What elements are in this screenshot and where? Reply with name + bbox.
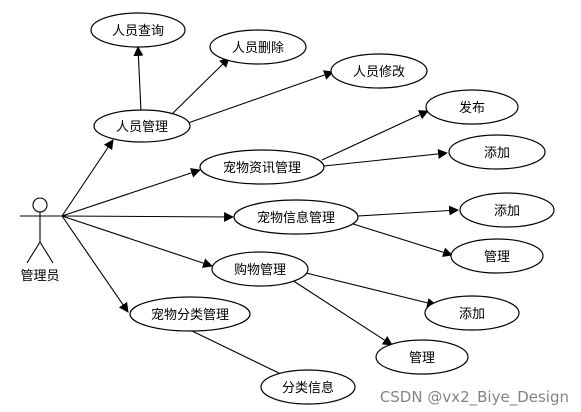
- use-case-pet-info-add: 添加: [459, 192, 555, 228]
- use-case-personnel-mgmt: 人员管理: [93, 109, 191, 143]
- use-case-shopping-manage: 管理: [375, 339, 469, 375]
- edge-actor-pet-news-mgmt: [61, 168, 201, 217]
- edge-actor-pet-category-mgmt: [61, 215, 129, 313]
- use-case-personnel-query: 人员查询: [90, 12, 186, 48]
- use-case-pet-info-mgmt: 宠物信息管理: [233, 199, 359, 235]
- edge-pet-news-publish: [321, 110, 429, 161]
- use-case-pet-news-mgmt: 宠物资讯管理: [199, 149, 325, 185]
- edge-personnel-query: [133, 46, 144, 113]
- use-case-label: 添加: [459, 307, 485, 322]
- use-case-shopping-mgmt: 购物管理: [211, 251, 309, 287]
- use-case-label: 宠物资讯管理: [223, 160, 301, 176]
- edge-shopping-add: [301, 271, 437, 308]
- use-case-label: 人员查询: [112, 24, 164, 39]
- use-case-label: 添加: [484, 146, 510, 161]
- use-case-label: 人员修改: [353, 65, 405, 80]
- actor-head: [32, 197, 48, 213]
- use-case-personnel-delete: 人员删除: [209, 29, 307, 65]
- watermark: CSDN @vx2_Biye_Design: [379, 388, 569, 406]
- use-case-shopping-add: 添加: [424, 295, 520, 331]
- use-case-pet-info-manage: 管理: [450, 238, 544, 274]
- use-case-label: 添加: [494, 204, 520, 219]
- use-case-category-info: 分类信息: [260, 369, 356, 405]
- actor-label: 管理员: [20, 269, 59, 284]
- use-case-personnel-edit: 人员修改: [330, 53, 428, 89]
- edges: [61, 46, 459, 378]
- use-case-label: 分类信息: [282, 380, 334, 396]
- actor: 管理员: [20, 197, 62, 284]
- use-case-label: 购物管理: [234, 262, 286, 278]
- use-case-label: 人员删除: [232, 41, 284, 56]
- actor-right-leg: [39, 241, 54, 264]
- use-case-pet-news-add: 添加: [448, 134, 546, 170]
- edge-pet-info-manage: [349, 222, 453, 258]
- edge-actor-shopping-mgmt: [61, 215, 213, 268]
- use-case-label: 宠物信息管理: [257, 210, 335, 226]
- actor-left-leg: [26, 241, 41, 264]
- use-case-label: 管理: [484, 250, 510, 265]
- use-case-label: 人员管理: [116, 120, 168, 135]
- edge-category-info: [189, 329, 288, 378]
- edge-personnel-edit: [187, 70, 334, 124]
- edge-pet-news-add: [323, 149, 448, 167]
- edge-pet-info-add: [357, 205, 459, 217]
- edge-actor-personnel-mgmt: [61, 139, 114, 217]
- use-case-pet-category-mgmt: 宠物分类管理: [129, 296, 251, 332]
- use-case-pet-news-publish: 发布: [425, 89, 519, 125]
- edge-personnel-delete: [171, 57, 230, 115]
- edge-actor-pet-info-mgmt: [61, 211, 234, 222]
- edge-shopping-manage: [291, 279, 393, 346]
- use-case-label: 宠物分类管理: [151, 307, 229, 323]
- use-case-label: 管理: [409, 351, 435, 366]
- use-case-label: 发布: [459, 100, 485, 116]
